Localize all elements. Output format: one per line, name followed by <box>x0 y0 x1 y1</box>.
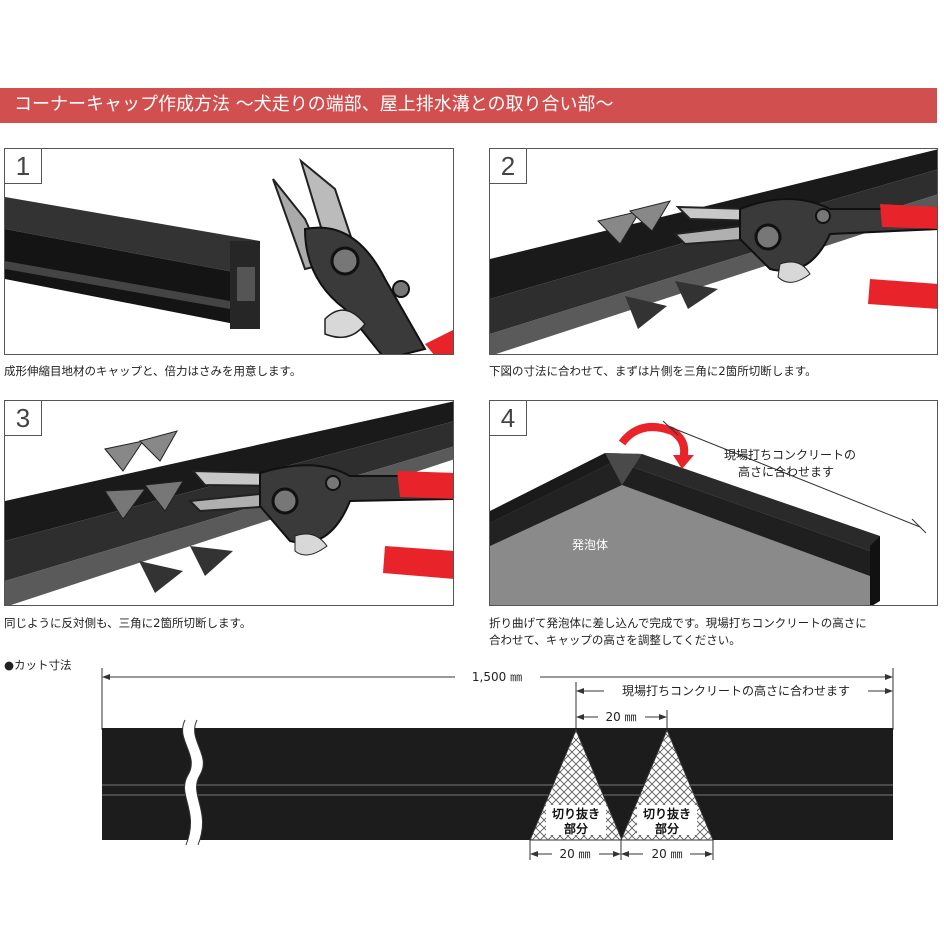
title-banner: コーナーキャップ作成方法 ～犬走りの端部、屋上排水溝との取り合い部～ <box>0 88 937 123</box>
cut-dimensions-diagram: 1,500 ㎜ 現場打ちコンクリートの高さに合わせます 20 ㎜ 切り抜き 部分… <box>101 668 894 861</box>
step-3-caption: 同じように反対側も、三角に2箇所切断します。 <box>4 616 252 630</box>
step-2-illustration <box>490 149 937 354</box>
step-4-number: 4 <box>490 401 527 436</box>
step-2-number: 2 <box>490 149 527 184</box>
step-1-illustration <box>5 158 453 354</box>
step-4-caption-line1: 折り曲げて発泡体に差し込んで完成です。現場打ちコンクリートの高さに <box>489 616 867 630</box>
step-3-panel: 3 <box>4 400 454 606</box>
step-4-height-label-line1: 現場打ちコンクリートの <box>724 448 856 462</box>
step-2-caption: 下図の寸法に合わせて、まずは片側を三角に2箇所切断します。 <box>489 364 817 378</box>
step-4-foam-label: 発泡体 <box>572 538 608 552</box>
total-length-label: 1,500 ㎜ <box>472 670 522 684</box>
bottom-width-1-label: 20 ㎜ <box>559 847 590 861</box>
step-3-illustration <box>5 401 453 605</box>
cut-dimensions-heading: ●カット寸法 <box>4 658 72 672</box>
step-4-height-label-line2: 高さに合わせます <box>738 464 834 479</box>
bottom-width-2-label: 20 ㎜ <box>651 847 682 861</box>
step-1-number: 1 <box>5 149 42 184</box>
cut-label-1-line2: 部分 <box>564 821 588 836</box>
top-gap-label: 20 ㎜ <box>605 710 636 724</box>
cut-label-2-line1: 切り抜き <box>643 806 691 821</box>
cut-label-1-line1: 切り抜き <box>552 806 600 821</box>
step-2-panel: 2 <box>489 148 938 355</box>
step-4-caption-line2: 合わせて、キャップの高さを調整してください。 <box>489 633 741 647</box>
step-3-number: 3 <box>5 401 42 436</box>
page-title: コーナーキャップ作成方法 ～犬走りの端部、屋上排水溝との取り合い部～ <box>14 94 614 115</box>
step-1-caption: 成形伸縮目地材のキャップと、倍力はさみを用意します。 <box>4 364 302 378</box>
step-1-panel: 1 <box>4 148 454 355</box>
cut-label-2-line2: 部分 <box>655 821 679 836</box>
step-4-panel: 4 現場打ちコンクリートの 高さに合わせます 発泡体 <box>489 400 938 606</box>
step-4-illustration: 現場打ちコンクリートの 高さに合わせます 発泡体 <box>490 420 927 605</box>
height-note-label: 現場打ちコンクリートの高さに合わせます <box>622 683 850 698</box>
